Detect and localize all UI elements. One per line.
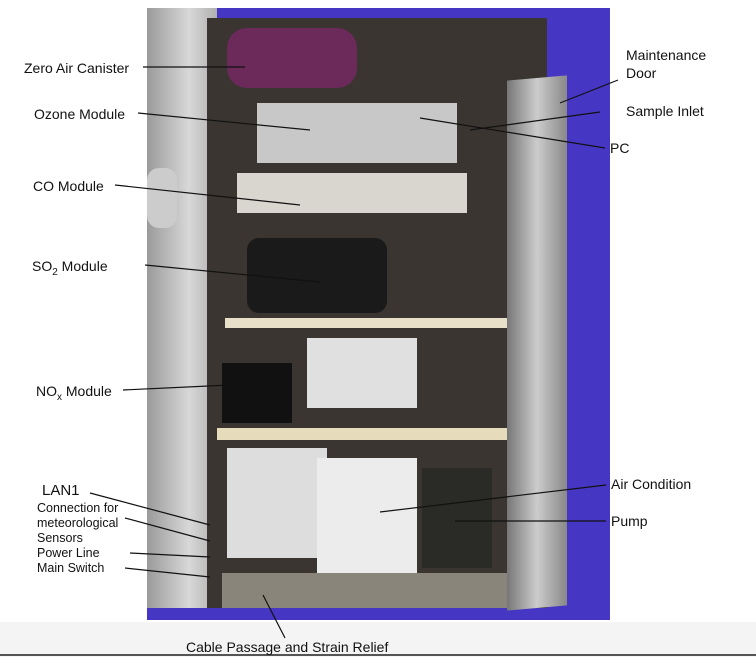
label-zero-air-canister: Zero Air Canister [24,60,130,76]
shelf [225,318,515,328]
co-module [237,173,467,213]
pump [422,468,492,568]
nox-unit [222,363,292,423]
label-line: Connection for [37,501,119,515]
analyzer-cabinet-photo [147,8,610,620]
label-line: Door [626,65,657,81]
label-text: Module [62,383,112,399]
cabinet-side-wall [147,8,217,608]
label-power-line: Power Line [37,546,100,560]
ozone-module [257,103,457,163]
label-text: Module [57,258,108,274]
label-air-condition: Air Condition [611,476,692,492]
bottom-band [0,622,756,657]
label-pc: PC [610,140,630,156]
label-line: meteorological [37,516,119,530]
shelf [217,428,517,440]
nox-module [307,338,417,408]
label-lan1: LAN1 [42,482,80,499]
ac-grille [227,448,327,558]
door-handle [147,168,177,228]
subscript: x [57,391,62,403]
subscript: 2 [52,266,58,278]
label-nox-module: NOx Module [36,383,112,403]
air-conditioner [317,458,417,578]
label-text: NO [36,383,57,399]
divider [0,654,756,656]
label-sample-inlet: Sample Inlet [626,103,704,119]
label-so2-module: SO2 Module [32,258,108,278]
zero-air-canister [227,28,357,88]
label-line: Maintenance [626,47,707,63]
label-text: SO [32,258,53,274]
label-co-module: CO Module [33,178,104,194]
label-ozone-module: Ozone Module [34,106,126,122]
so2-module [247,238,387,313]
label-main-switch: Main Switch [37,561,105,575]
label-cable-passage: Cable Passage and Strain Relief [186,639,389,655]
cable-passage [222,573,522,608]
label-line: Sensors [37,531,83,545]
label-pump: Pump [611,513,648,529]
